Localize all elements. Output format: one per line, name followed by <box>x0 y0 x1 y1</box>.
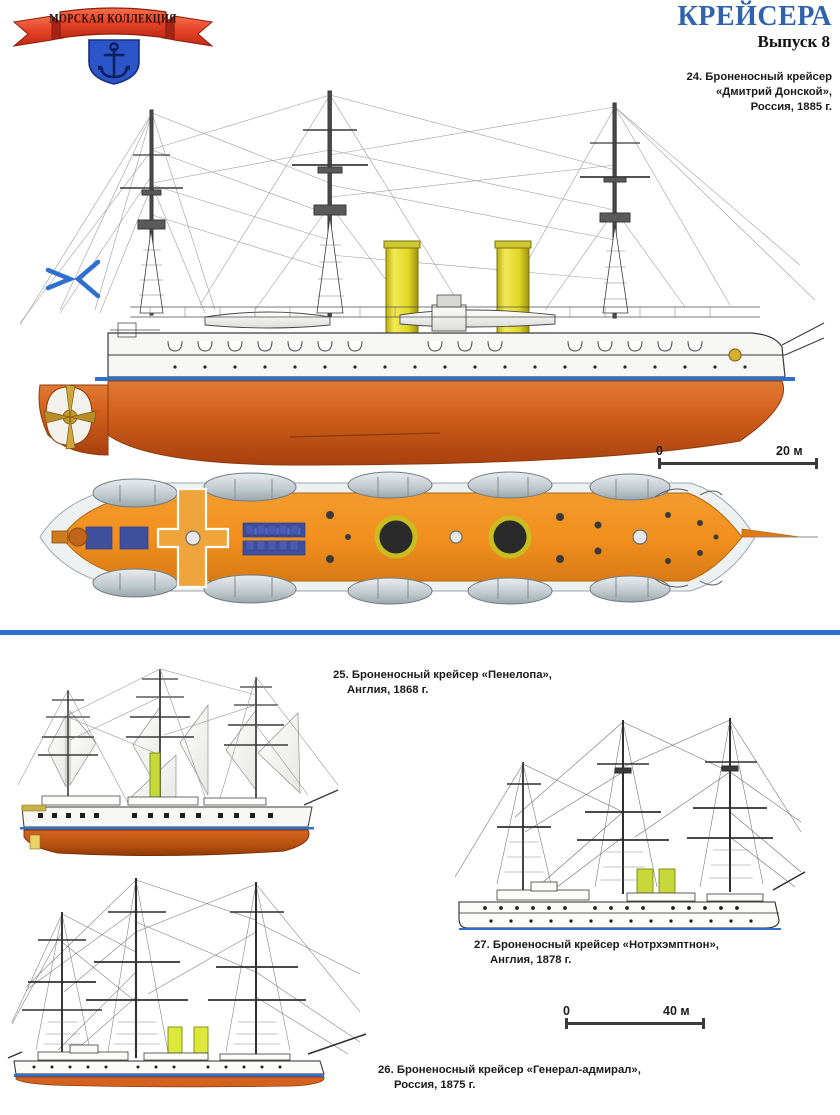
caption-25-line1: 25. Броненосный крейсер «Пенелопа», <box>333 669 552 681</box>
funnel-group <box>167 1026 209 1060</box>
ship-profile-penelope <box>8 655 339 865</box>
caption-26: 26. Броненосный крейсер «Генерал-адмирал… <box>378 1063 758 1093</box>
scale-label-start: 0 <box>656 444 663 458</box>
blue-pennant-mark <box>45 259 101 299</box>
scale-bar-line <box>658 462 818 465</box>
funnel-plan-icon <box>374 515 532 559</box>
scale-tick-start <box>565 1018 568 1029</box>
caption-24-line1: 24. Броненосный крейсер <box>686 71 832 83</box>
ribbon-banner <box>8 4 218 50</box>
ship-profile-northampton <box>445 712 806 932</box>
propeller-icon <box>43 384 97 450</box>
caption-27-line1: 27. Броненосный крейсер «Нотрхэмптнон», <box>474 939 719 951</box>
caption-26-line2: Россия, 1875 г. <box>394 1079 476 1092</box>
boat-group-lower <box>92 568 671 605</box>
caption-26-line1: 26. Броненосный крейсер «Генерал-адмирал… <box>378 1064 641 1076</box>
section-divider <box>0 630 840 635</box>
caption-27-line2: Англия, 1878 г. <box>490 954 572 967</box>
scale-tick-start <box>658 458 661 469</box>
issue-subtitle: Выпуск 8 <box>757 32 830 51</box>
logo-ribbon-text: МОРСКАЯ КОЛЛЕКЦИЯ <box>49 12 177 27</box>
caption-24-line3: Россия, 1885 г. <box>750 101 832 114</box>
caption-24: 24. Броненосный крейсер «Дмитрий Донской… <box>532 70 832 115</box>
scale-label-start: 0 <box>563 1004 570 1018</box>
magazine-logo: МОРСКАЯ КОЛЛЕКЦИЯ <box>8 2 218 85</box>
caption-27: 27. Броненосный крейсер «Нотрхэмптнон», … <box>474 938 794 968</box>
ship-profile-general-admiral <box>7 862 368 1088</box>
scale-tick-end <box>702 1018 705 1029</box>
funnel-icon <box>149 752 161 802</box>
scale-tick-end <box>815 458 818 469</box>
waterline-stripe <box>95 377 795 381</box>
ship-profile-dmitri-donskoi <box>0 55 830 475</box>
scale-bar-line <box>565 1022 705 1025</box>
scale-label-end: 40 м <box>663 1004 690 1018</box>
caption-25-line2: Англия, 1868 г. <box>347 684 429 697</box>
caption-25: 25. Броненосный крейсер «Пенелопа», Англ… <box>333 668 633 698</box>
funnel-group <box>636 868 676 896</box>
page-title: КРЕЙСЕРА <box>677 1 832 32</box>
boat-group-upper <box>92 471 671 508</box>
anchor-icon <box>86 38 142 86</box>
scale-label-end: 20 м <box>776 444 803 458</box>
caption-24-line2: «Дмитрий Донской», <box>715 86 832 99</box>
deck-plan-dmitri-donskoi <box>0 455 830 620</box>
